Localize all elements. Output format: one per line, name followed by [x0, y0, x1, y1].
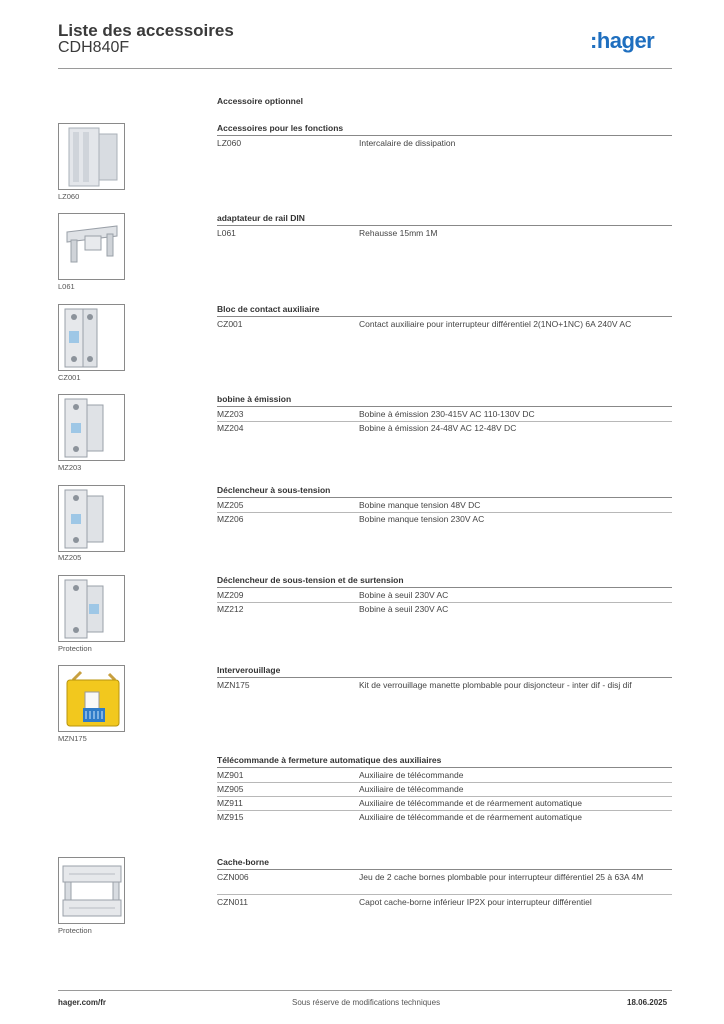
spacer-accessory-image: [58, 123, 125, 190]
group-title: bobine à émission: [217, 394, 672, 407]
group-title: Déclencheur de sous-tension et de surten…: [217, 575, 672, 588]
article-ref: MZ209: [217, 590, 244, 600]
document-date: 18.06.2025: [627, 998, 668, 1007]
table-row: MZN175 Kit de verrouillage manette plomb…: [217, 679, 672, 693]
table-row: LZ060 Intercalaire de dissipation: [217, 137, 672, 151]
table-row: MZ905 Auxiliaire de télécommande: [217, 783, 672, 797]
table-row: MZ915 Auxiliaire de télécommande et de r…: [217, 811, 672, 825]
article-desc: Auxiliaire de télécommande: [359, 784, 464, 794]
voltage-release-image: [58, 575, 125, 642]
table-row: MZ204 Bobine à émission 24-48V AC 12-48V…: [217, 422, 672, 436]
image-caption: Protection: [58, 926, 92, 935]
article-ref: CZ001: [217, 319, 243, 329]
group-title: Télécommande à fermeture automatique des…: [217, 755, 672, 768]
table-row: MZ901 Auxiliaire de télécommande: [217, 769, 672, 783]
article-ref: MZ905: [217, 784, 244, 794]
article-ref: LZ060: [217, 138, 242, 148]
article-desc: Capot cache-borne inférieur IP2X pour in…: [359, 897, 592, 907]
terminal-cover-image: [58, 857, 125, 924]
article-desc: Jeu de 2 cache bornes plombable pour int…: [359, 872, 644, 882]
article-desc: Bobine manque tension 48V DC: [359, 500, 481, 510]
article-ref: CZN011: [217, 897, 249, 907]
group-title: Interverouillage: [217, 665, 672, 678]
padlock-kit-image: [58, 665, 125, 732]
article-ref: MZ205: [217, 500, 244, 510]
article-ref: MZ204: [217, 423, 244, 433]
image-caption: MZ203: [58, 463, 82, 472]
article-ref: MZ915: [217, 812, 244, 822]
group-title: Bloc de contact auxiliaire: [217, 304, 672, 317]
article-desc: Bobine à seuil 230V AC: [359, 604, 449, 614]
article-desc: Bobine à émission 230-415V AC 110-130V D…: [359, 409, 535, 419]
group-title: Accessoires pour les fonctions: [217, 123, 672, 136]
page-title: Liste des accessoires: [58, 21, 234, 40]
group-title: Cache-borne: [217, 857, 672, 870]
image-caption: LZ060: [58, 192, 80, 201]
group-title: adaptateur de rail DIN: [217, 213, 672, 226]
table-row: L061 Rehausse 15mm 1M: [217, 227, 672, 241]
section-title: Accessoire optionnel: [217, 96, 303, 106]
table-row: CZN011 Capot cache-borne inférieur IP2X …: [217, 896, 672, 910]
article-desc: Rehausse 15mm 1M: [359, 228, 438, 238]
image-caption: CZ001: [58, 373, 81, 382]
table-row: CZN006 Jeu de 2 cache bornes plombable p…: [217, 871, 672, 895]
article-desc: Kit de verrouillage manette plombable po…: [359, 680, 632, 690]
image-caption: MZN175: [58, 734, 87, 743]
table-row: MZ212 Bobine à seuil 230V AC: [217, 603, 672, 617]
article-ref: CZN006: [217, 872, 249, 882]
article-ref: MZN175: [217, 680, 250, 690]
article-desc: Intercalaire de dissipation: [359, 138, 456, 148]
article-ref: MZ911: [217, 798, 243, 808]
hager-logo: :hager: [590, 28, 655, 53]
article-desc: Auxiliaire de télécommande et de réarmem…: [359, 812, 583, 822]
article-desc: Auxiliaire de télécommande et de réarmem…: [359, 798, 583, 808]
image-caption: Protection: [58, 644, 92, 653]
header-divider: [58, 68, 672, 69]
image-caption: MZ205: [58, 553, 82, 562]
table-row: MZ206 Bobine manque tension 230V AC: [217, 513, 672, 527]
article-ref: MZ206: [217, 514, 244, 524]
table-row: MZ205 Bobine manque tension 48V DC: [217, 499, 672, 513]
din-rail-riser-image: [58, 213, 125, 280]
article-ref: MZ901: [217, 770, 244, 780]
article-desc: Bobine à seuil 230V AC: [359, 590, 449, 600]
article-desc: Bobine manque tension 230V AC: [359, 514, 485, 524]
footer-divider: [58, 990, 672, 991]
article-desc: Auxiliaire de télécommande: [359, 770, 464, 780]
group-title: Déclencheur à sous-tension: [217, 485, 672, 498]
article-ref: MZ212: [217, 604, 244, 614]
undervoltage-release-image: [58, 485, 125, 552]
article-ref: L061: [217, 228, 236, 238]
table-row: CZ001 Contact auxiliaire pour interrupte…: [217, 318, 672, 332]
image-caption: L061: [58, 282, 75, 291]
table-row: MZ203 Bobine à émission 230-415V AC 110-…: [217, 408, 672, 422]
product-reference: CDH840F: [58, 39, 130, 56]
table-row: MZ911 Auxiliaire de télécommande et de r…: [217, 797, 672, 811]
website-link[interactable]: hager.com/fr: [58, 998, 107, 1007]
shunt-trip-image: [58, 394, 125, 461]
disclaimer: Sous réserve de modifications techniques: [292, 998, 441, 1007]
article-ref: MZ203: [217, 409, 244, 419]
article-desc: Bobine à émission 24-48V AC 12-48V DC: [359, 423, 517, 433]
table-row: MZ209 Bobine à seuil 230V AC: [217, 589, 672, 603]
article-desc: Contact auxiliaire pour interrupteur dif…: [359, 319, 632, 329]
auxiliary-contact-image: [58, 304, 125, 371]
